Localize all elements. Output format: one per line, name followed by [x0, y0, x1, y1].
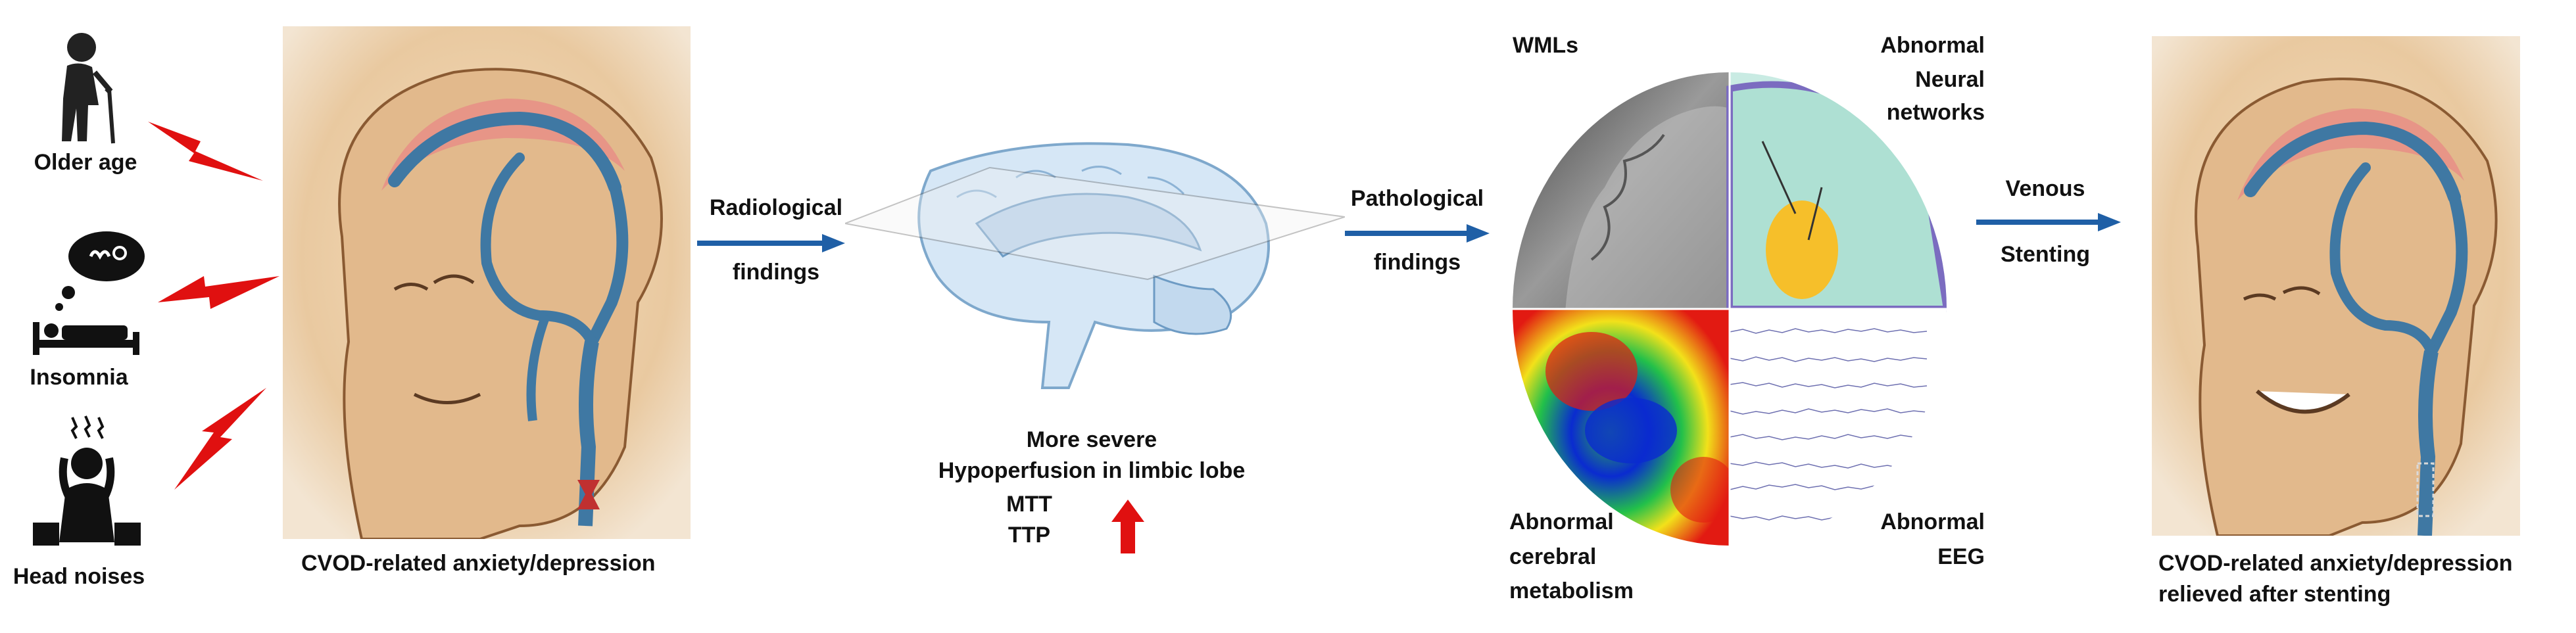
- lightning-bolt-icon: [174, 388, 273, 493]
- cvod-patient-illustration: [283, 26, 691, 539]
- head-noise-person-icon: [26, 411, 145, 552]
- mtt-label: MTT: [1006, 492, 1052, 517]
- relieved-patient-illustration: [2152, 36, 2520, 536]
- risk-factor-label-head-noises: Head noises: [12, 564, 145, 589]
- venous-stenting-arrow: [1976, 209, 2121, 235]
- right-illustration-caption-1: CVOD-related anxiety/depression: [2158, 551, 2513, 576]
- sleeping-person-icon: [28, 227, 153, 358]
- risk-factor-label-older-age: Older age: [34, 150, 137, 175]
- stenting-label: Stenting: [2001, 242, 2090, 267]
- pathology-quadrant-circle: [1513, 62, 1947, 555]
- abnormal-metabolism-label-2: cerebral: [1509, 544, 1597, 569]
- ttp-label: TTP: [1008, 523, 1051, 548]
- wmls-label: WMLs: [1513, 33, 1579, 58]
- lightning-bolt-icon: [158, 263, 283, 322]
- pathological-arrow: [1345, 220, 1490, 246]
- radiological-label: Radiological: [709, 195, 843, 220]
- hypoperfusion-limbic-label: Hypoperfusion in limbic lobe: [938, 458, 1246, 483]
- pathological-findings-label: findings: [1373, 250, 1461, 275]
- elderly-person-icon: [41, 26, 139, 145]
- abnormal-neural-label-2: Neural: [1915, 67, 1985, 92]
- venous-label: Venous: [2005, 176, 2085, 201]
- radiological-arrow: [697, 230, 845, 256]
- abnormal-eeg-label-2: EEG: [1937, 544, 1985, 569]
- radiological-findings-label: findings: [732, 260, 820, 285]
- abnormal-neural-label-1: Abnormal: [1880, 33, 1985, 58]
- right-illustration-caption-2: relieved after stenting: [2158, 582, 2391, 607]
- hypoperfusion-severity-label: More severe: [1026, 427, 1157, 452]
- abnormal-metabolism-label-1: Abnormal: [1509, 509, 1614, 534]
- abnormal-neural-label-3: networks: [1886, 100, 1985, 125]
- left-illustration-caption: CVOD-related anxiety/depression: [301, 551, 656, 576]
- abnormal-metabolism-label-3: metabolism: [1509, 578, 1634, 603]
- sagittal-brain-image: [845, 125, 1345, 408]
- lightning-bolt-icon: [148, 115, 266, 187]
- risk-factor-label-insomnia: Insomnia: [30, 365, 128, 390]
- abnormal-eeg-label-1: Abnormal: [1880, 509, 1985, 534]
- pathological-label: Pathological: [1350, 186, 1484, 211]
- increase-arrow-icon: [1111, 500, 1144, 553]
